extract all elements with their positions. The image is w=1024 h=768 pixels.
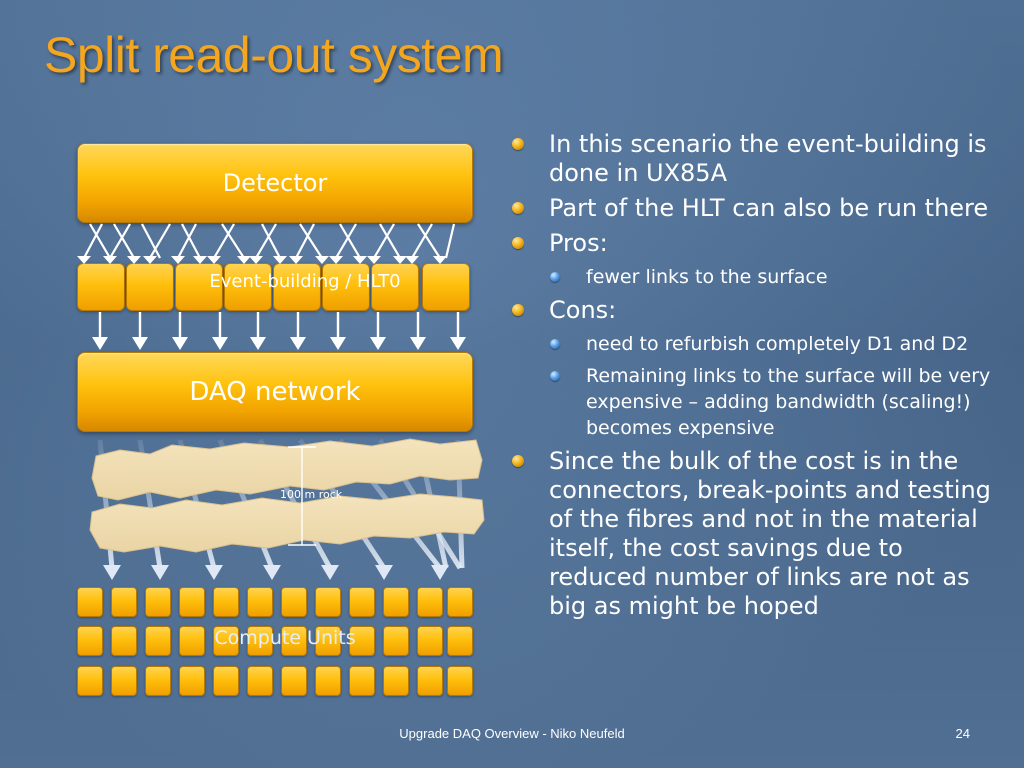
compute-unit xyxy=(247,587,273,617)
bullet-item: Since the bulk of the cost is in the con… xyxy=(508,447,1008,621)
compute-unit xyxy=(383,626,409,656)
bullet-item: In this scenario the event-building is d… xyxy=(508,130,1008,188)
bullet-item: Part of the HLT can also be run there xyxy=(508,194,1008,223)
footer-text: Upgrade DAQ Overview - Niko Neufeld xyxy=(399,726,625,741)
eb-box xyxy=(322,263,370,311)
compute-unit xyxy=(349,626,375,656)
bullet-text: need to refurbish completely D1 and D2 xyxy=(586,333,969,355)
compute-unit xyxy=(383,587,409,617)
sub-bullet-icon xyxy=(550,371,560,381)
compute-unit xyxy=(247,666,273,696)
compute-unit xyxy=(145,666,171,696)
bullet-text: Cons: xyxy=(549,296,617,324)
rock-layers xyxy=(89,438,485,553)
sub-bullet-item: fewer links to the surface xyxy=(508,264,1008,290)
compute-unit xyxy=(349,666,375,696)
daq-to-compute-arrowheads xyxy=(103,565,449,580)
compute-unit xyxy=(77,666,103,696)
compute-unit xyxy=(383,666,409,696)
compute-units-label: Compute Units xyxy=(214,627,356,649)
bullet-item: Cons: xyxy=(508,296,1008,325)
eb-box xyxy=(77,263,125,311)
compute-unit xyxy=(179,626,205,656)
compute-unit xyxy=(349,587,375,617)
bullet-item: Pros: xyxy=(508,229,1008,258)
compute-unit xyxy=(111,587,137,617)
compute-unit xyxy=(281,587,307,617)
compute-unit xyxy=(417,626,443,656)
eb-box xyxy=(371,263,419,311)
eb-to-daq-arrowheads xyxy=(92,337,466,350)
bullet-list: In this scenario the event-building is d… xyxy=(508,130,1008,627)
bullet-icon xyxy=(512,304,524,316)
bullet-icon xyxy=(512,455,524,467)
compute-unit xyxy=(213,626,239,656)
compute-unit xyxy=(281,626,307,656)
eb-box xyxy=(126,263,174,311)
slide-title: Split read-out system xyxy=(44,27,504,83)
compute-unit xyxy=(77,587,103,617)
compute-unit xyxy=(179,666,205,696)
bullet-text: Since the bulk of the cost is in the con… xyxy=(549,447,991,620)
bullet-icon xyxy=(512,202,524,214)
bullet-text: fewer links to the surface xyxy=(586,266,828,288)
eb-box xyxy=(175,263,223,311)
detector-box: Detector xyxy=(77,143,473,223)
compute-unit xyxy=(111,626,137,656)
bullet-text: Remaining links to the surface will be v… xyxy=(586,365,991,439)
page-number: 24 xyxy=(955,726,970,741)
compute-unit xyxy=(111,666,137,696)
bullet-icon xyxy=(512,237,524,249)
compute-unit xyxy=(281,666,307,696)
sub-bullet-icon xyxy=(550,339,560,349)
sub-bullet-item: need to refurbish completely D1 and D2 xyxy=(508,331,1008,357)
detector-label: Detector xyxy=(222,169,328,197)
compute-unit xyxy=(77,626,103,656)
compute-unit xyxy=(179,587,205,617)
bullet-text: Pros: xyxy=(549,229,608,257)
sub-bullet-icon xyxy=(550,272,560,282)
compute-unit xyxy=(447,626,473,656)
detector-to-eb-arrows xyxy=(83,223,456,259)
sub-bullet-item: Remaining links to the surface will be v… xyxy=(508,363,1008,441)
compute-unit xyxy=(417,587,443,617)
bullet-text: Part of the HLT can also be run there xyxy=(549,194,989,222)
compute-unit xyxy=(145,587,171,617)
eb-box xyxy=(422,263,470,311)
compute-unit xyxy=(447,587,473,617)
compute-unit xyxy=(315,626,341,656)
daq-network-box: DAQ network xyxy=(77,352,473,432)
compute-unit xyxy=(447,666,473,696)
compute-unit xyxy=(213,666,239,696)
bullet-icon xyxy=(512,138,524,150)
eb-box xyxy=(224,263,272,311)
compute-unit xyxy=(213,587,239,617)
rock-layer-lower xyxy=(89,493,485,553)
event-building-label: Event-building / HLT0 xyxy=(209,271,401,292)
compute-unit xyxy=(315,587,341,617)
compute-unit xyxy=(247,626,273,656)
compute-unit xyxy=(145,626,171,656)
compute-unit xyxy=(315,666,341,696)
detector-to-eb-arrowheads xyxy=(77,256,447,264)
eb-box xyxy=(273,263,321,311)
bullet-text: In this scenario the event-building is d… xyxy=(549,130,987,187)
compute-unit xyxy=(417,666,443,696)
depth-marker xyxy=(288,446,316,546)
eb-to-daq-arrows xyxy=(98,312,460,340)
rock-layer-upper xyxy=(91,438,483,501)
daq-network-label: DAQ network xyxy=(189,377,361,407)
rock-depth-label: 100 m rock xyxy=(280,488,343,501)
